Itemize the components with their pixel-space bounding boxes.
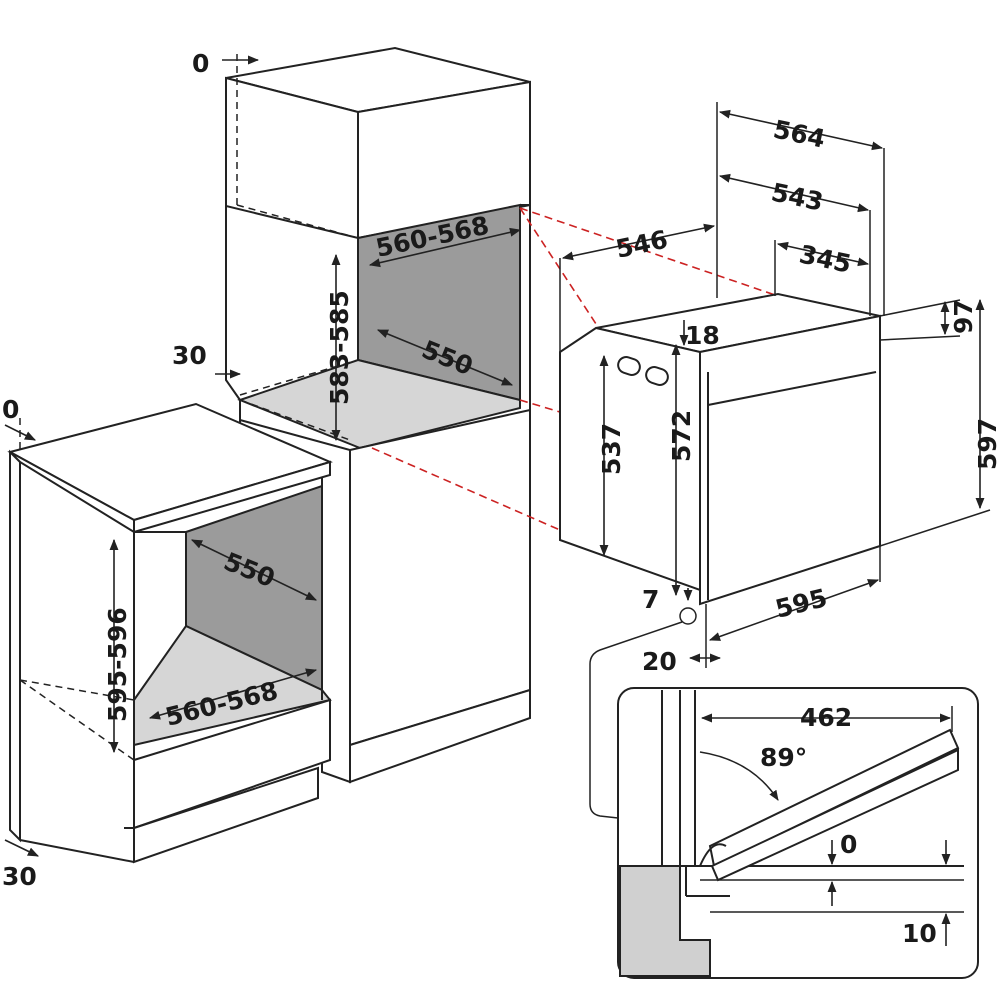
tall-niche-height-label: 583-585 xyxy=(325,290,354,405)
oven-total-height-label: 597 xyxy=(973,418,1000,470)
detail-door xyxy=(708,728,960,868)
oven-body-depth-label: 543 xyxy=(769,178,826,217)
oven-front xyxy=(699,314,881,606)
tall-top-offset-label: 0 xyxy=(192,49,209,78)
base-top-offset-label: 0 xyxy=(2,395,19,424)
base-cabinet xyxy=(7,402,333,864)
oven-front-thickness-label: 20 xyxy=(642,647,677,676)
vent-icon xyxy=(617,356,641,376)
oven-front-depth-label: 546 xyxy=(613,225,670,264)
detail-door-length-label: 462 xyxy=(800,703,852,732)
tall-side-offset-label: 30 xyxy=(172,341,207,370)
oven-top-panel-label: 18 xyxy=(685,321,720,350)
door-detail xyxy=(589,607,979,979)
oven-bottom-gap-label: 7 xyxy=(642,585,659,614)
detail-angle-label: 89° xyxy=(760,743,807,772)
detail-shelf xyxy=(619,865,711,977)
detail-frame xyxy=(617,687,979,979)
base-niche-height-label: 595-596 xyxy=(103,607,132,722)
oven-top-height-label: 97 xyxy=(949,299,978,334)
oven-vent-depth-label: 345 xyxy=(797,240,854,279)
oven-total-depth-label: 564 xyxy=(771,115,828,154)
detail-bottom-clearance-label: 10 xyxy=(902,919,937,948)
base-bottom-offset-label: 30 xyxy=(2,862,37,891)
oven-front-height-label: 572 xyxy=(667,410,696,462)
oven-body-height-label: 537 xyxy=(597,423,626,475)
detail-clearance-label: 0 xyxy=(840,830,857,859)
vent-icon xyxy=(645,366,669,386)
oven-width-label: 595 xyxy=(772,583,830,624)
